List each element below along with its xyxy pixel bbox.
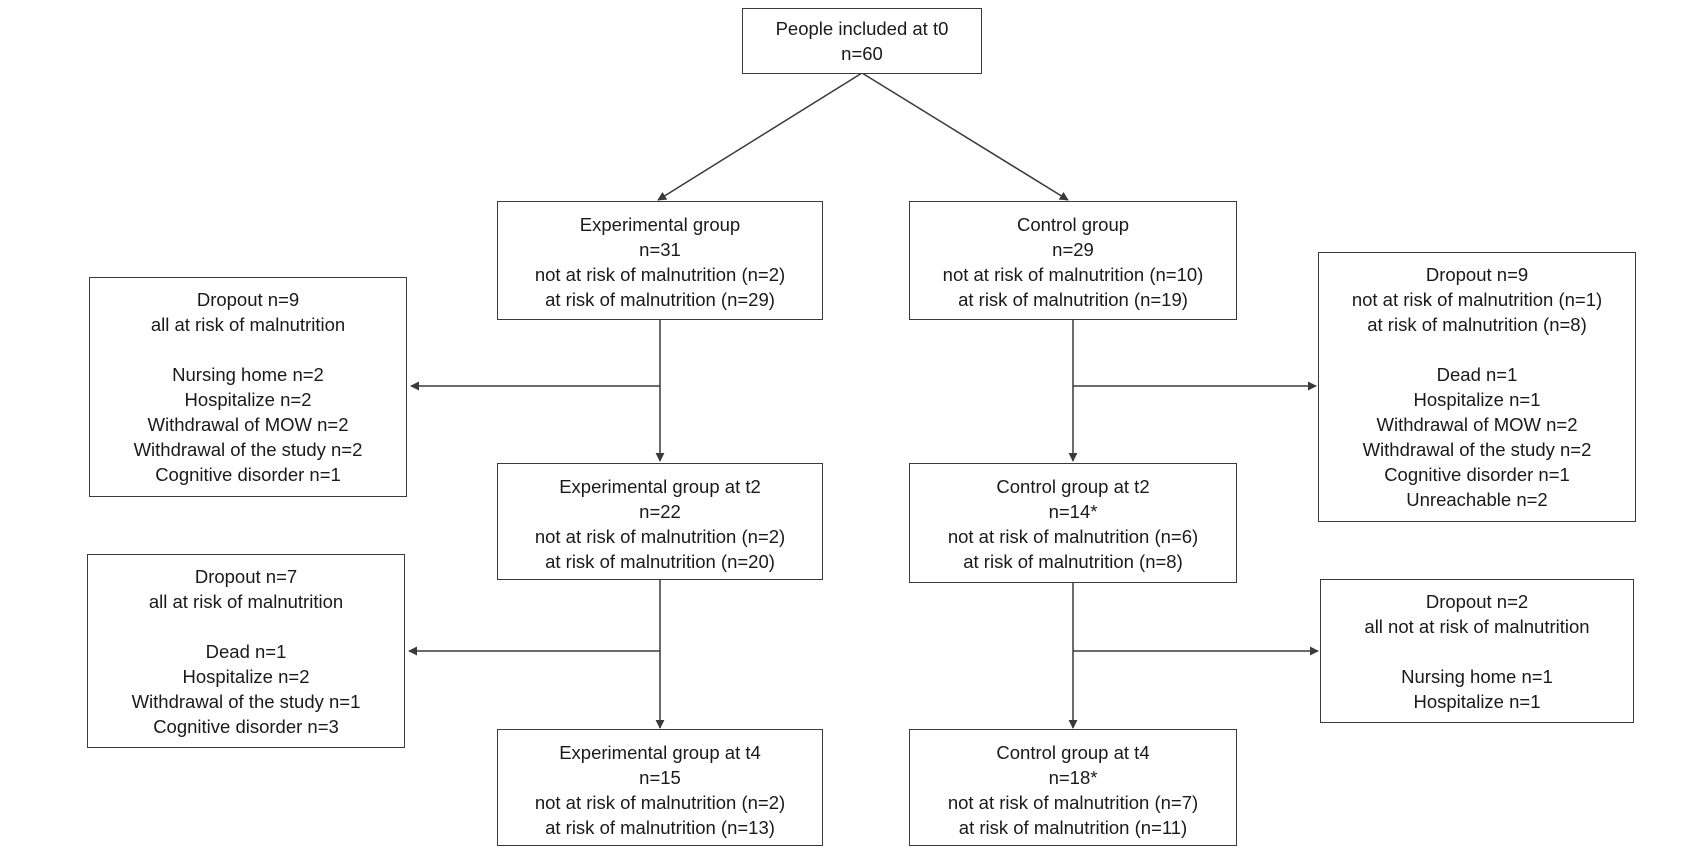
box-line bbox=[1319, 338, 1635, 363]
box-line: n=60 bbox=[841, 43, 883, 64]
box-line: Dead n=1 bbox=[205, 641, 287, 662]
box-line: Hospitalize n=1 bbox=[1413, 389, 1541, 410]
box-line: n=14* bbox=[1048, 501, 1098, 522]
box-line: People included at t0 bbox=[775, 18, 949, 39]
box-line: not at risk of malnutrition (n=10) bbox=[942, 264, 1204, 285]
box-line: at risk of malnutrition (n=20) bbox=[545, 551, 775, 572]
box-line: Experimental group bbox=[579, 214, 741, 235]
box-line: n=15 bbox=[639, 767, 681, 788]
box-line: at risk of malnutrition (n=8) bbox=[1367, 314, 1587, 335]
box-line: at risk of malnutrition (n=29) bbox=[545, 289, 775, 310]
box-experimental-group-t2: Experimental group at t2 n=22 not at risk … bbox=[497, 463, 823, 580]
box-line: not at risk of malnutrition (n=2) bbox=[534, 264, 786, 285]
box-line: Control group bbox=[1016, 214, 1130, 235]
box-line bbox=[90, 338, 406, 363]
box-line: Experimental group at t2 bbox=[559, 476, 761, 497]
box-line: Cognitive disorder n=1 bbox=[1384, 464, 1570, 485]
box-line: Dropout n=9 bbox=[1425, 264, 1529, 285]
box-line: all at risk of malnutrition bbox=[150, 314, 346, 335]
box-line: Withdrawal of the study n=1 bbox=[131, 691, 361, 712]
box-line bbox=[1321, 640, 1633, 665]
box-line: not at risk of malnutrition (n=6) bbox=[947, 526, 1199, 547]
box-line: Withdrawal of the study n=2 bbox=[1362, 439, 1592, 460]
arrow-t0-to-experimental bbox=[657, 72, 863, 201]
box-line: n=22 bbox=[639, 501, 681, 522]
box-line: Withdrawal of MOW n=2 bbox=[1376, 414, 1578, 435]
box-line: Withdrawal of the study n=2 bbox=[133, 439, 363, 460]
box-line: not at risk of malnutrition (n=2) bbox=[534, 526, 786, 547]
box-line: Dropout n=7 bbox=[194, 566, 298, 587]
box-line: Hospitalize n=1 bbox=[1413, 691, 1541, 712]
box-control-dropout-2: Dropout n=2 all not at risk of malnutriti… bbox=[1320, 579, 1634, 723]
box-people-included-t0: People included at t0 n=60 bbox=[742, 8, 982, 74]
box-control-dropout-1: Dropout n=9 not at risk of malnutrition (… bbox=[1318, 252, 1636, 522]
box-line: not at risk of malnutrition (n=2) bbox=[534, 792, 786, 813]
box-line: all at risk of malnutrition bbox=[148, 591, 344, 612]
box-line: Dead n=1 bbox=[1436, 364, 1518, 385]
arrow-t0-to-control bbox=[861, 72, 1069, 201]
box-line: Withdrawal of MOW n=2 bbox=[147, 414, 349, 435]
box-line: Control group at t2 bbox=[996, 476, 1150, 497]
box-line: not at risk of malnutrition (n=1) bbox=[1351, 289, 1603, 310]
box-line: Control group at t4 bbox=[996, 742, 1150, 763]
box-line: Hospitalize n=2 bbox=[182, 666, 310, 687]
box-line: Experimental group at t4 bbox=[559, 742, 761, 763]
box-line: at risk of malnutrition (n=19) bbox=[958, 289, 1188, 310]
box-control-group-t4: Control group at t4 n=18* not at risk of m… bbox=[909, 729, 1237, 846]
box-line: at risk of malnutrition (n=11) bbox=[958, 817, 1188, 838]
box-line bbox=[88, 615, 404, 640]
box-experimental-group-t4: Experimental group at t4 n=15 not at risk … bbox=[497, 729, 823, 846]
box-line: not at risk of malnutrition (n=7) bbox=[947, 792, 1199, 813]
box-line: Unreachable n=2 bbox=[1406, 489, 1548, 510]
box-line: n=31 bbox=[639, 239, 681, 260]
box-control-group: Control group n=29 not at risk of malnutri… bbox=[909, 201, 1237, 320]
box-line: all not at risk of malnutrition bbox=[1364, 616, 1590, 637]
box-experimental-group: Experimental group n=31 not at risk of mal… bbox=[497, 201, 823, 320]
box-line: Hospitalize n=2 bbox=[184, 389, 312, 410]
box-line: Nursing home n=2 bbox=[172, 364, 324, 385]
box-line: Nursing home n=1 bbox=[1401, 666, 1553, 687]
box-line: Dropout n=2 bbox=[1425, 591, 1529, 612]
box-line: at risk of malnutrition (n=8) bbox=[963, 551, 1183, 572]
box-line: n=29 bbox=[1052, 239, 1094, 260]
box-line: Dropout n=9 bbox=[196, 289, 300, 310]
box-control-group-t2: Control group at t2 n=14* not at risk of m… bbox=[909, 463, 1237, 583]
box-line: Cognitive disorder n=1 bbox=[155, 464, 341, 485]
box-line: Cognitive disorder n=3 bbox=[153, 716, 339, 737]
box-line: at risk of malnutrition (n=13) bbox=[545, 817, 775, 838]
box-line: n=18* bbox=[1048, 767, 1098, 788]
